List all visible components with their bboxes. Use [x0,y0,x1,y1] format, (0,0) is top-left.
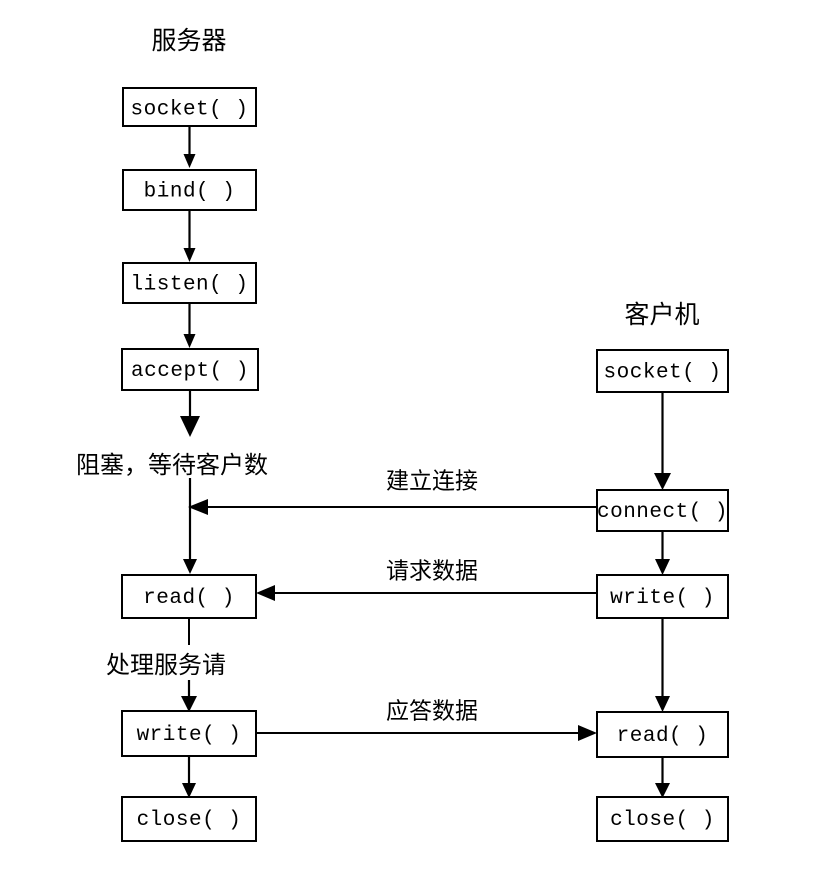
client-write-box[interactable]: write( ) [596,574,729,619]
request-data-label: 请求数据 [386,559,478,585]
server-listen-to-accept-arrow [183,303,196,348]
server-close-box-rect [121,796,257,842]
server-write-box[interactable]: write( ) [121,710,257,757]
client-socket-to-connect-arrow [654,392,671,490]
client-connect-to-write-arrow [655,531,670,575]
server-read-box-rect [121,574,257,619]
server-close-label: close( ) [137,809,242,832]
response-data-label: 应答数据 [386,699,478,725]
server-bind-label: bind( ) [144,181,236,204]
client-close-box[interactable]: close( ) [596,796,729,842]
client-write-label: write( ) [610,587,715,610]
client-close-box-rect [596,796,729,842]
server-listen-label: listen( ) [131,274,249,297]
server-socket-to-bind-arrow [183,126,196,168]
server-processing-to-write-arrow [181,680,197,712]
server-blocking-to-read-arrow [183,478,197,574]
client-column-title: 客户机 [624,300,699,329]
server-column-title: 服务器 [151,26,226,55]
client-connect-label: connect( ) [597,501,728,524]
server-socket-box-rect [122,87,257,127]
establish-connection-label: 建立连接 [386,469,478,495]
server-close-box[interactable]: close( ) [121,796,257,842]
client-socket-label: socket( ) [604,362,722,385]
server-listen-box-rect [122,262,257,304]
server-bind-to-listen-arrow [183,210,196,262]
server-accept-label: accept( ) [131,360,249,383]
client-read-label: read( ) [617,725,709,748]
server-socket-box[interactable]: socket( ) [122,87,257,127]
response-data-link [256,725,597,741]
establish-connection-link [188,499,597,515]
blocking-note-label: 阻塞，等待客户数 [76,451,268,479]
client-read-box[interactable]: read( ) [596,711,729,758]
server-read-label: read( ) [143,587,235,610]
server-write-label: write( ) [137,724,242,747]
client-close-label: close( ) [610,809,715,832]
client-write-box-rect [596,574,729,619]
server-write-box-rect [121,710,257,757]
client-read-to-close-arrow [655,757,670,798]
request-data-link [256,585,597,601]
processing-note-label: 处理服务请 [106,651,226,679]
server-listen-box[interactable]: listen( ) [122,262,257,304]
server-socket-label: socket( ) [131,99,249,122]
client-write-to-read-arrow [655,618,670,712]
server-accept-to-blocking-arrow [180,390,200,437]
server-write-to-close-arrow [182,756,196,798]
client-connect-box[interactable]: connect( ) [596,489,729,532]
server-accept-box[interactable]: accept( ) [121,348,259,391]
client-socket-box[interactable]: socket( ) [596,349,729,393]
client-connect-box-rect [596,489,729,532]
client-socket-box-rect [596,349,729,393]
server-bind-box[interactable]: bind( ) [122,169,257,211]
client-read-box-rect [596,711,729,758]
server-bind-box-rect [122,169,257,211]
server-read-box[interactable]: read( ) [121,574,257,619]
